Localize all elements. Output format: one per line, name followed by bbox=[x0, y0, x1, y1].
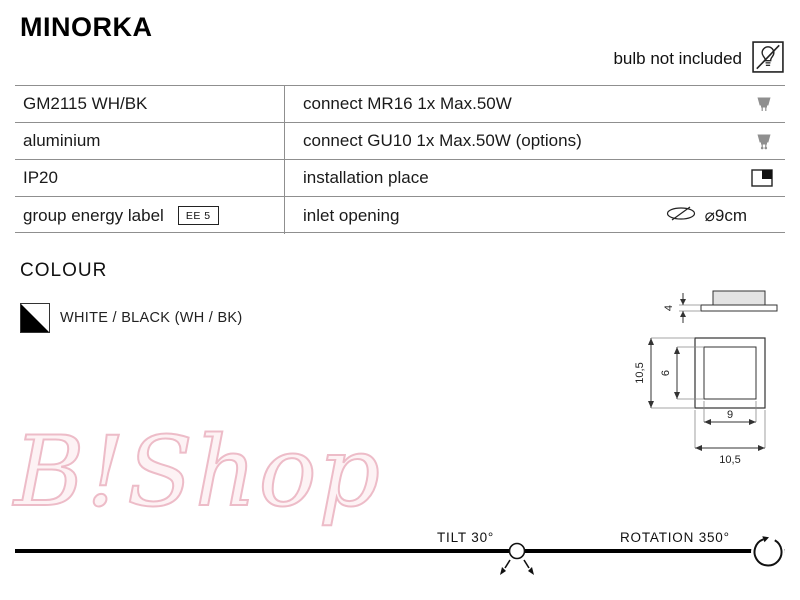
spec-ip-cell: IP20 bbox=[15, 160, 285, 197]
spec-model: GM2115 WH/BK bbox=[23, 94, 148, 113]
spec-ip-rating: IP20 bbox=[23, 168, 58, 187]
colour-option-label: WHITE / BLACK (WH / BK) bbox=[60, 310, 243, 326]
shop-watermark: B!Shop bbox=[13, 416, 382, 528]
dim-label-trim-height: 4 bbox=[663, 305, 675, 311]
dim-label-inner-width: 9 bbox=[727, 409, 733, 421]
spec-installation: installation place bbox=[303, 168, 429, 187]
colour-heading: COLOUR bbox=[20, 260, 108, 281]
spec-table: GM2115 WH/BK connect MR16 1x Max.50W alu… bbox=[15, 85, 785, 234]
spec-energy-label: group energy label bbox=[23, 205, 164, 225]
spec-model-cell: GM2115 WH/BK bbox=[15, 86, 285, 123]
dim-label-outer-width: 10,5 bbox=[719, 454, 740, 466]
spec-connect-mr16: connect MR16 1x Max.50W bbox=[303, 94, 512, 113]
rotation-label: ROTATION 350° bbox=[620, 530, 730, 545]
bulb-note-text: bulb not included bbox=[613, 49, 742, 68]
gu10-bulb-icon bbox=[755, 133, 773, 150]
inlet-opening-icon bbox=[665, 206, 697, 226]
inlet-diameter-value: ⌀9cm bbox=[704, 205, 747, 225]
spec-installation-cell: installation place bbox=[285, 160, 785, 197]
side-view-drawing: 4 bbox=[663, 290, 778, 323]
spec-connect-gu10: connect GU10 1x Max.50W (options) bbox=[303, 131, 582, 150]
footer-rule bbox=[15, 549, 785, 553]
bulb-note: bulb not included bbox=[613, 40, 784, 78]
spec-connect-gu10-cell: connect GU10 1x Max.50W (options) bbox=[285, 123, 785, 160]
spec-connect-mr16-cell: connect MR16 1x Max.50W bbox=[285, 86, 785, 123]
dim-label-outer-height: 10,5 bbox=[634, 362, 646, 383]
no-bulb-icon bbox=[752, 40, 784, 78]
spec-material: aluminium bbox=[23, 131, 101, 150]
tilt-label: TILT 30° bbox=[437, 530, 495, 545]
inlet-size-group: ⌀9cm bbox=[665, 206, 747, 226]
page-title: MINORKA bbox=[20, 12, 153, 42]
colour-option: WHITE / BLACK (WH / BK) bbox=[20, 303, 243, 333]
spec-energy-cell: group energy label EE 5 bbox=[15, 197, 285, 234]
spec-material-cell: aluminium bbox=[15, 123, 285, 160]
mr16-bulb-icon bbox=[755, 96, 773, 112]
spec-inlet: inlet opening bbox=[303, 205, 400, 225]
ceiling-mount-icon bbox=[751, 169, 773, 187]
dim-label-inner-height: 6 bbox=[660, 370, 672, 376]
colour-swatch-white-black bbox=[20, 303, 50, 333]
spec-inlet-cell: inlet opening ⌀9cm bbox=[285, 197, 785, 234]
energy-class-badge: EE 5 bbox=[177, 206, 219, 225]
front-view-drawing: 10,5 6 9 10,5 bbox=[634, 337, 766, 466]
rotation-icon bbox=[751, 535, 785, 569]
tilt-icon bbox=[500, 542, 534, 575]
